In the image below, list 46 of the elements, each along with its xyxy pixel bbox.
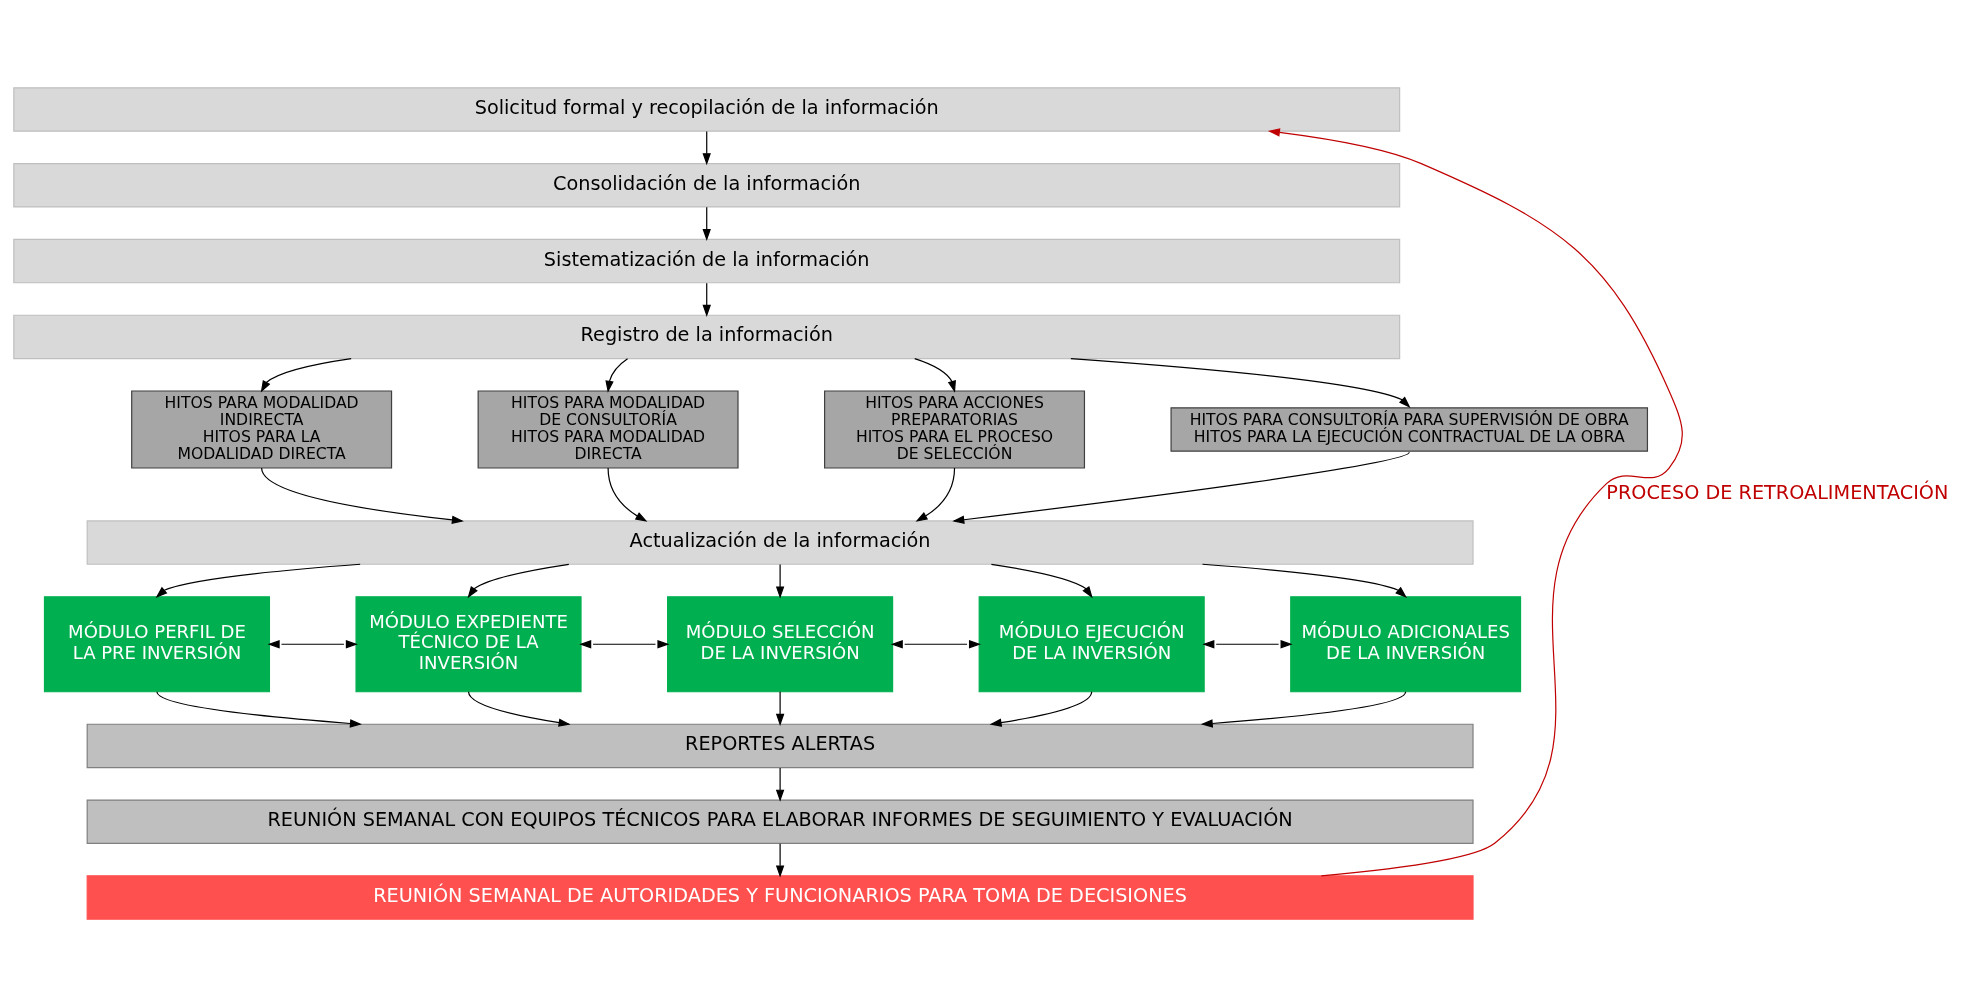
arrow (913, 357, 956, 393)
arrow (1200, 690, 1406, 728)
node-box: HITOS PARA CONSULTORÍA PARA SUPERVISIÓN DE OBRA HITOS PARA LA EJECUCIÓN CONTRACTUAL DE LA OBRA (1169, 406, 1648, 452)
arrow (260, 357, 352, 393)
arrow (702, 282, 711, 317)
arrow (607, 466, 647, 522)
arrow (155, 563, 361, 598)
arrow (604, 357, 628, 393)
node-box: MÓDULO SELECCIÓN DE LA INVERSIÓN (666, 595, 893, 692)
arrow (1201, 563, 1407, 598)
arrow (775, 842, 784, 877)
arrow (155, 690, 362, 728)
node-box: Solicitud formal y recopilación de la información (12, 86, 1400, 132)
edge-label: PROCESO DE RETROALIMENTACIÓN (1605, 480, 1948, 504)
arrow (775, 563, 784, 599)
arrow (702, 206, 711, 241)
arrow (989, 690, 1092, 727)
node-box: HITOS PARA ACCIONES PREPARATORIAS HITOS PARA EL PROCESO DE SELECCIÓN (823, 389, 1085, 469)
arrow (467, 563, 569, 598)
node-box: Sistematización de la información (12, 238, 1400, 283)
arrow (915, 466, 955, 522)
node-box: REPORTES ALERTAS (86, 723, 1474, 768)
arrow (1201, 639, 1293, 648)
node-box: REUNIÓN SEMANAL CON EQUIPOS TÉCNICOS PARA ELABORAR INFORMES DE SEGUIMIENTO Y EVALUACIÓN (86, 798, 1474, 844)
node-box: Registro de la información (12, 314, 1400, 359)
node-box: MÓDULO PERFIL DE LA PRE INVERSIÓN (43, 595, 270, 692)
arrow (890, 639, 981, 648)
arrow (467, 690, 571, 727)
arrow (267, 639, 358, 648)
arrow (1069, 357, 1411, 408)
node-box: MÓDULO EXPEDIENTE TÉCNICO DE LA INVERSIÓN (354, 595, 582, 692)
arrow (775, 690, 784, 726)
arrow (578, 639, 669, 648)
arrow (775, 766, 784, 802)
node-box: MÓDULO EJECUCIÓN DE LA INVERSIÓN (978, 595, 1205, 692)
arrow (260, 466, 464, 524)
arrow (702, 130, 711, 165)
node-box: HITOS PARA MODALIDAD INDIRECTA HITOS PARA LA MODALIDAD DIRECTA (130, 389, 392, 469)
arrow (990, 563, 1093, 598)
node-box: Actualización de la información (86, 519, 1474, 565)
node-box: MÓDULO ADICIONALES DE LA INVERSIÓN (1289, 595, 1521, 692)
node-box: REUNIÓN SEMANAL DE AUTORIDADES Y FUNCIONARIOS PARA TOMA DE DECISIONES (86, 874, 1474, 920)
arrow (951, 451, 1410, 524)
node-box: HITOS PARA MODALIDAD DE CONSULTORÍA HITOS PARA MODALIDAD DIRECTA (477, 389, 739, 469)
node-box: Consolidación de la información (12, 162, 1400, 208)
arrow (1267, 127, 1683, 876)
